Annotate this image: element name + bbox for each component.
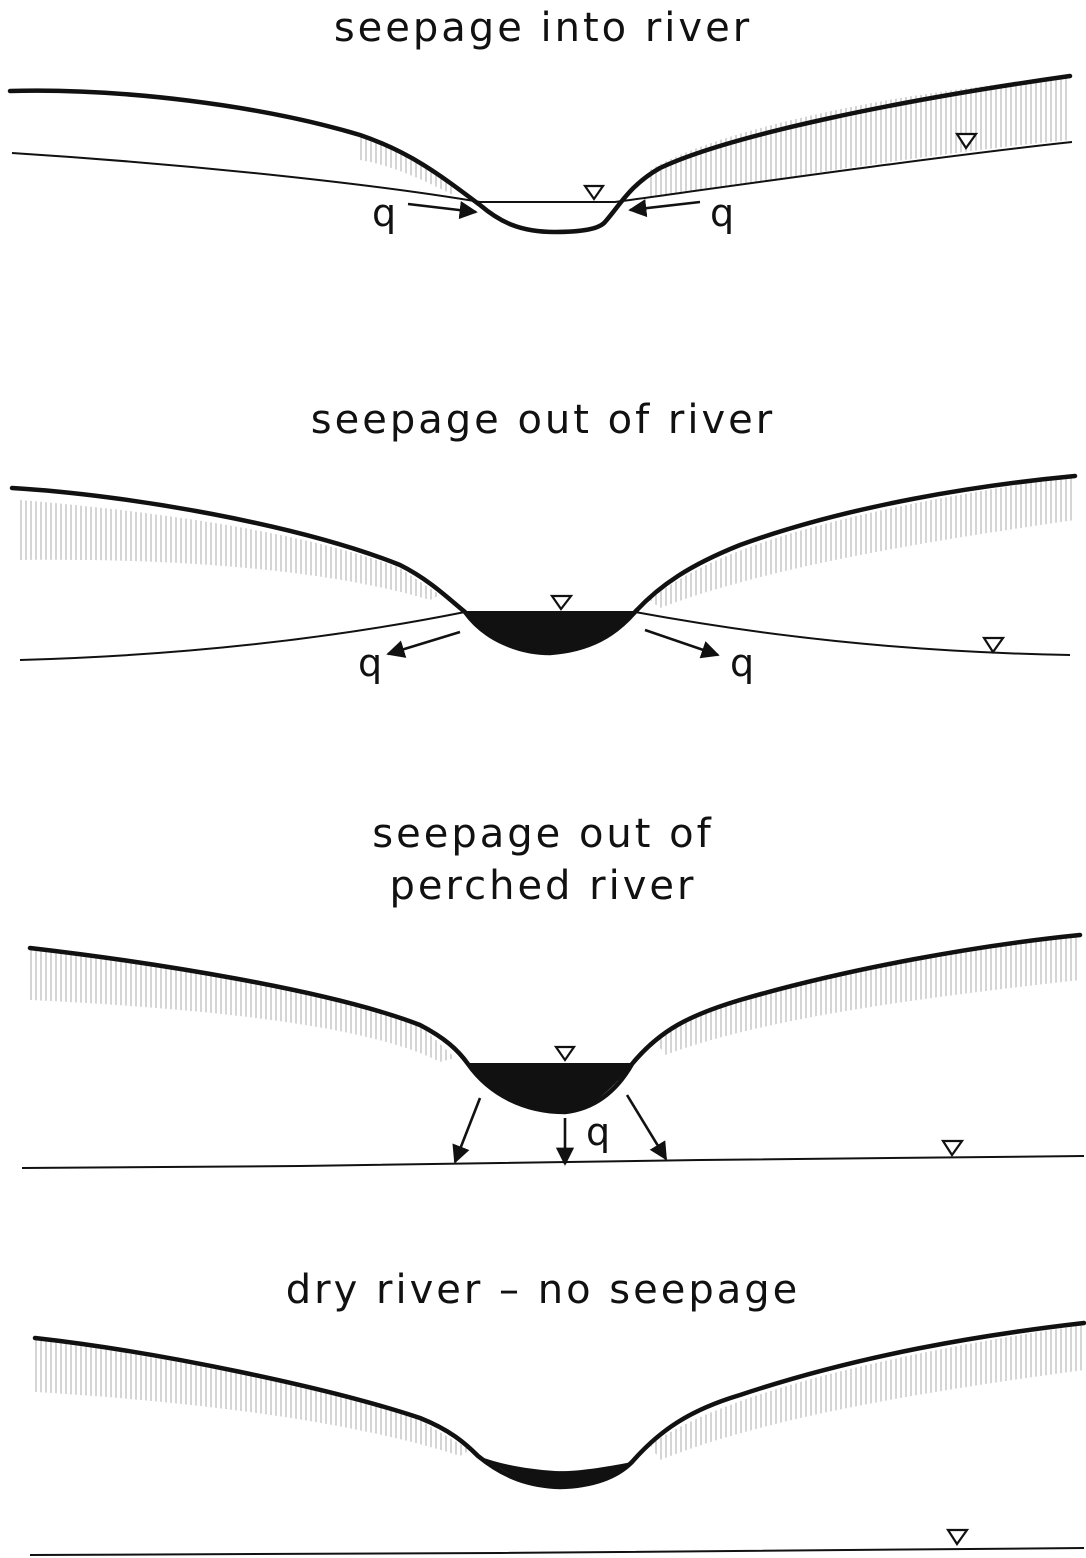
panel3-arrow-left: [452, 1097, 482, 1164]
panel1-river-level-marker: [582, 184, 606, 201]
panel1-arrow-left: [407, 201, 478, 220]
panel2: q q: [9, 473, 1078, 685]
panel1-soil-hatch-right: [650, 76, 1070, 198]
panel3-river-level-marker: [553, 1045, 577, 1062]
panel4: [29, 1320, 1086, 1556]
panel3: q: [21, 932, 1085, 1169]
panel3-arrow-right: [625, 1094, 668, 1161]
panel3-water-table-marker: [940, 1139, 965, 1157]
panel4-soil-hatch-right: [650, 1325, 1084, 1460]
panel1-title: seepage into river: [333, 5, 753, 51]
panel2-water-table-marker: [981, 636, 1006, 654]
panel3-q: q: [586, 1110, 610, 1154]
panel2-soil-hatch-left: [20, 500, 440, 600]
panel4-title: dry river – no seepage: [285, 1267, 801, 1313]
panel1-q-left: q: [372, 191, 396, 235]
panel4-ground-surface: [32, 1320, 1086, 1490]
panel3-water-table: [21, 1155, 1085, 1169]
panel1-arrow-right: [628, 199, 701, 218]
panel1-water-table: [11, 141, 1073, 203]
panel3-soil-hatch-right: [655, 935, 1080, 1055]
panel3-title-line2: perched river: [389, 863, 697, 909]
panel2-river-level-marker: [549, 594, 574, 611]
panel4-water-table: [29, 1547, 1085, 1556]
panel4-soil-hatch-left: [35, 1340, 470, 1456]
panel2-title: seepage out of river: [310, 397, 776, 443]
panel2-q-right: q: [730, 641, 754, 685]
panel1: q q: [7, 73, 1073, 235]
panel2-q-left: q: [358, 641, 382, 685]
panel1-soil-hatch-left: [360, 135, 455, 196]
panel1-ground-surface: [7, 73, 1073, 235]
panel1-q-right: q: [710, 191, 734, 235]
panel2-water-table: [19, 611, 1071, 661]
panel2-soil-hatch-right: [650, 476, 1075, 608]
panel2-arrow-left: [386, 630, 461, 658]
panel1-water-table-marker: [954, 132, 979, 150]
panel2-arrow-right: [644, 628, 720, 659]
panel3-title-line1: seepage out of: [372, 811, 714, 857]
panel3-soil-hatch-left: [30, 950, 455, 1062]
panel2-ground-surface: [9, 473, 1078, 656]
panel3-riverbed-sediment: [468, 1064, 632, 1112]
panel4-water-table-marker: [945, 1528, 970, 1546]
panel3-ground-surface: [27, 932, 1083, 1115]
panel4-riverbed-sediment: [478, 1456, 632, 1487]
